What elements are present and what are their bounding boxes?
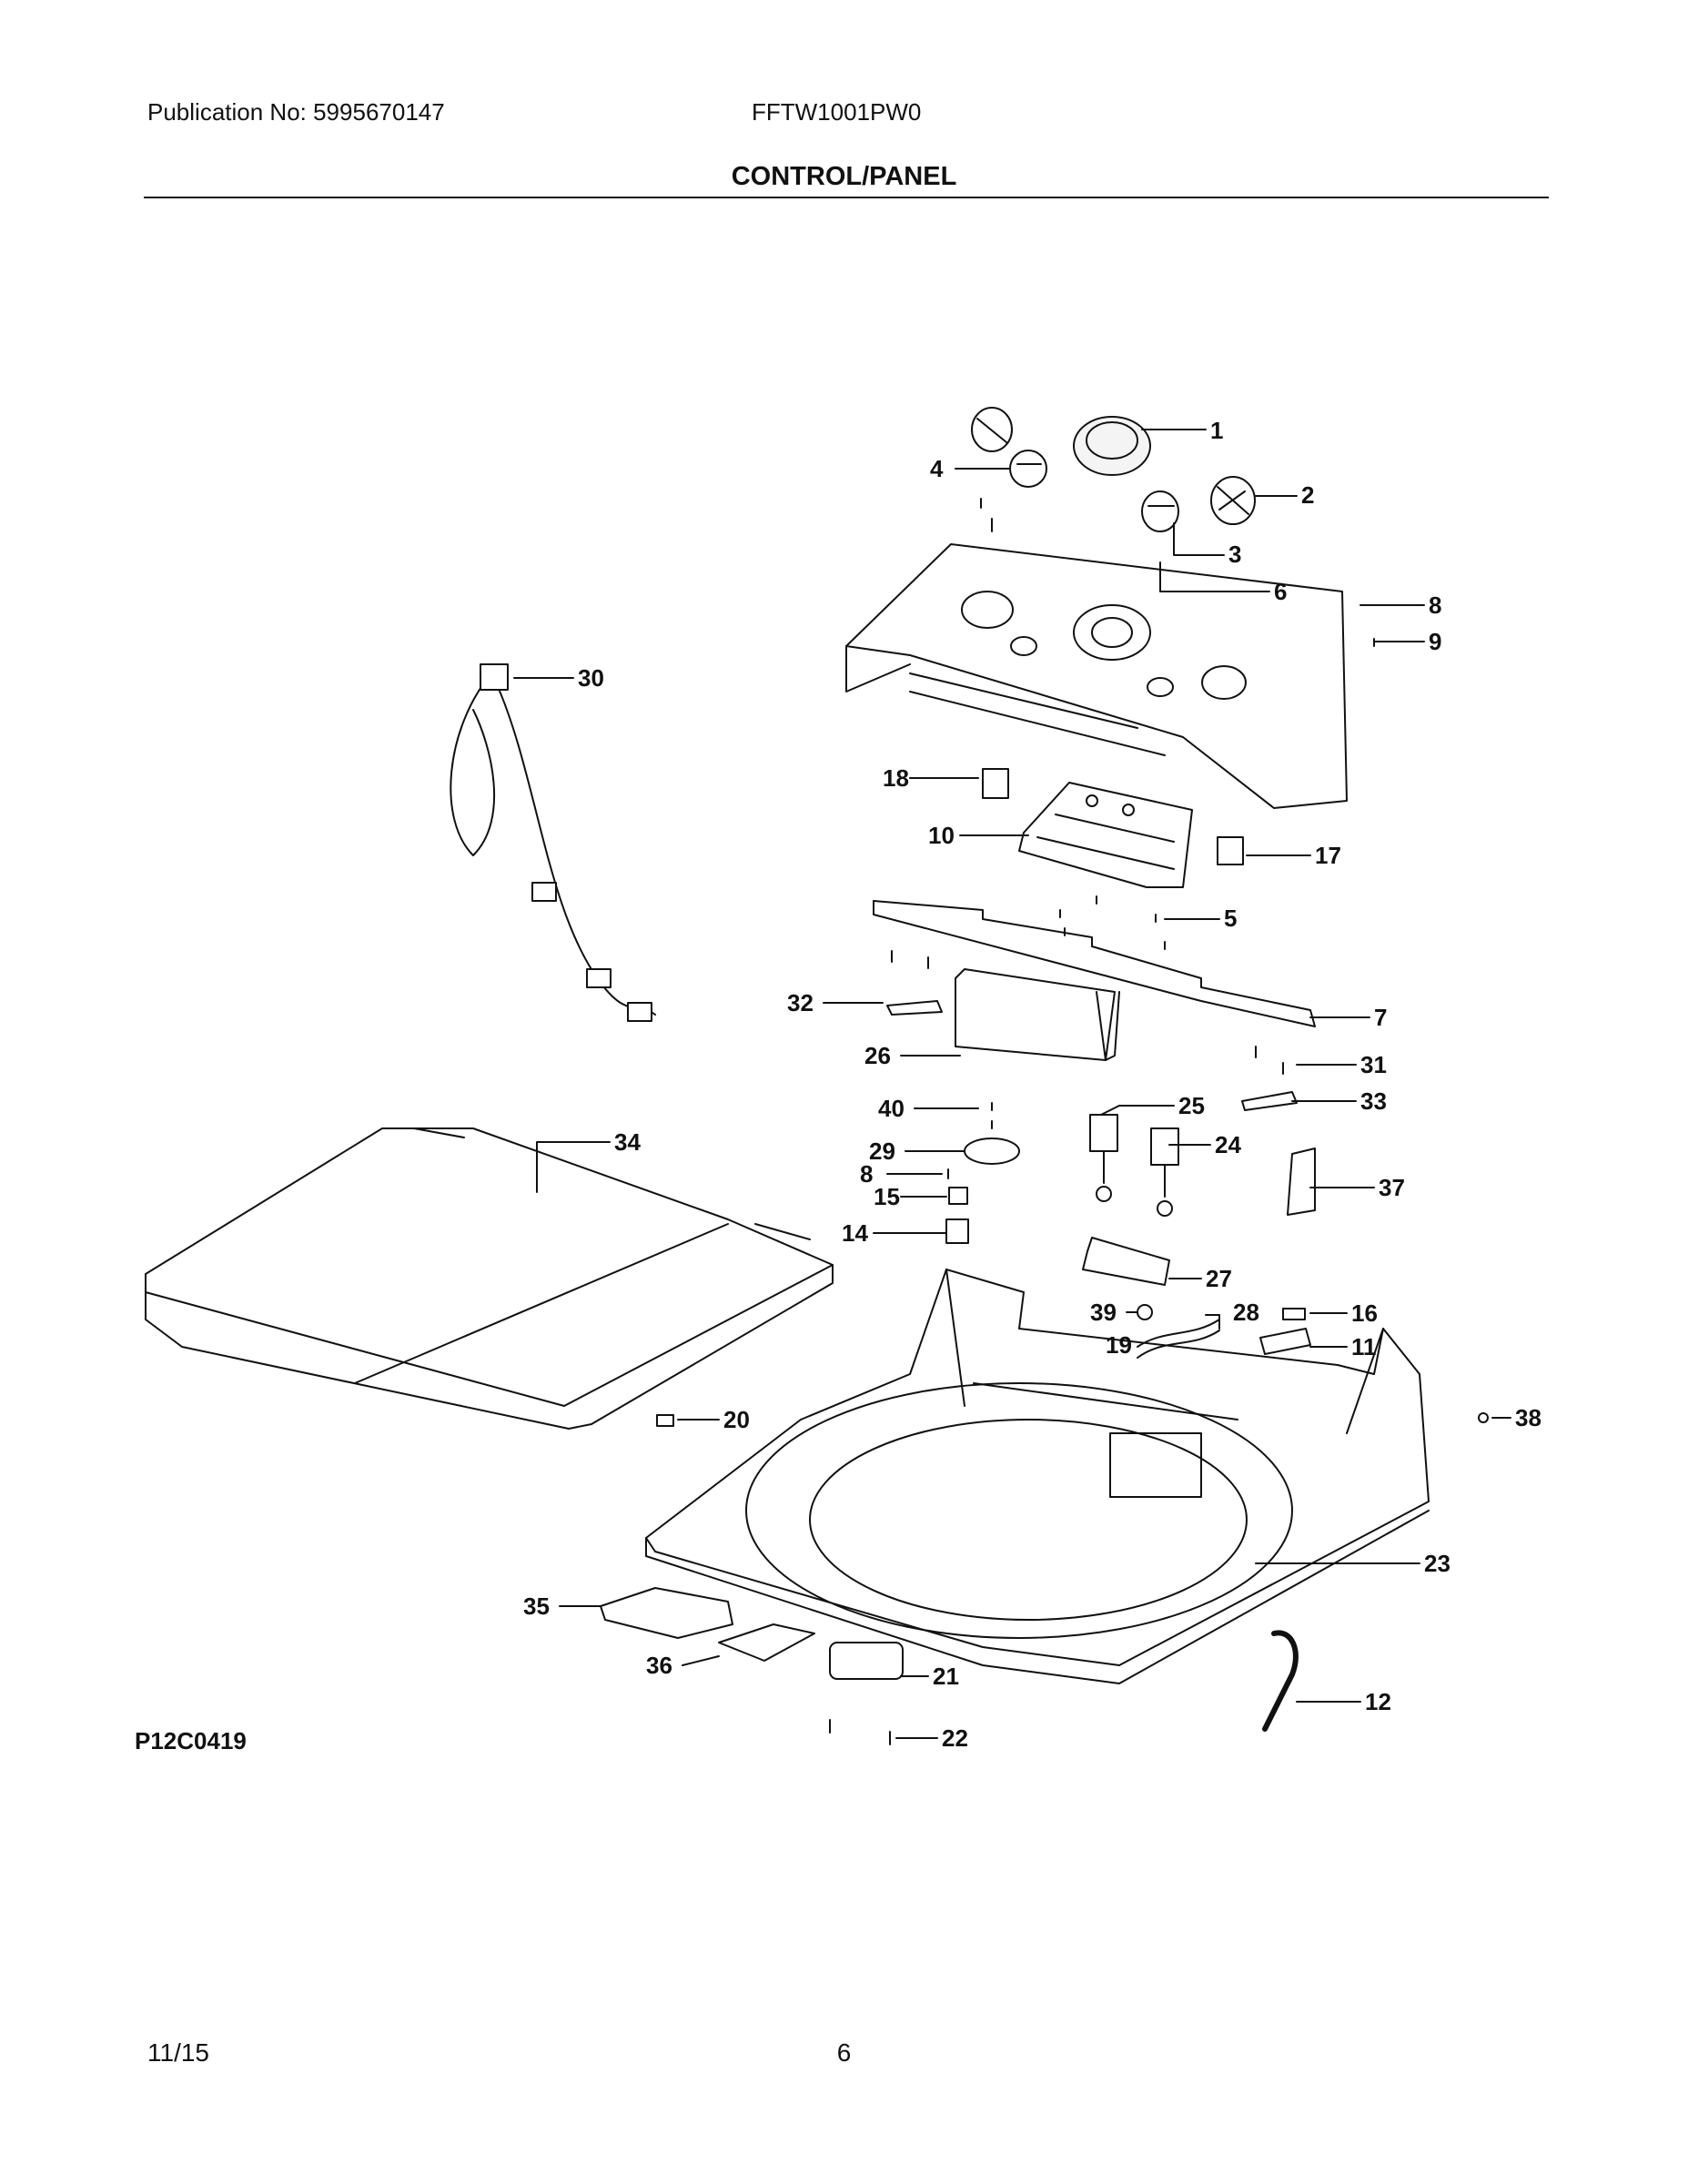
dispenser-part-35 (600, 1587, 733, 1639)
callout-32: 32 (787, 989, 814, 1016)
screw-icon (829, 1719, 891, 1745)
callout-33: 33 (1360, 1087, 1387, 1115)
callout-28: 28 (1233, 1299, 1259, 1326)
knob-part-2b (971, 407, 1013, 452)
knob-part-4 (1009, 450, 1047, 488)
callout-4: 4 (930, 455, 944, 482)
callout-9: 9 (1429, 628, 1441, 655)
callout-16: 16 (1351, 1299, 1378, 1327)
callout-7: 7 (1374, 1004, 1387, 1031)
callout-25: 25 (1178, 1092, 1205, 1119)
clip-part-20 (656, 1414, 674, 1427)
callout-leaders (513, 429, 1511, 1739)
footer-date: 11/15 (147, 2038, 209, 2067)
knob-part-3 (1141, 490, 1179, 532)
callout-40: 40 (878, 1095, 905, 1122)
water-valve-part-25 (1089, 1114, 1118, 1202)
callout-20: 20 (723, 1406, 750, 1433)
bracket-part-37 (1287, 1148, 1316, 1216)
title-rule (144, 197, 1549, 198)
callout-26: 26 (864, 1042, 891, 1069)
screw-icon (1059, 895, 1166, 950)
callout-10: 10 (928, 822, 955, 849)
callout-31: 31 (1360, 1051, 1387, 1078)
switch-part-18 (982, 768, 1009, 799)
callout-15: 15 (874, 1183, 900, 1210)
switch-part-17 (1217, 836, 1244, 865)
callout-19: 19 (1106, 1331, 1132, 1359)
callout-18: 18 (883, 764, 909, 792)
hose-part-27 (1082, 1237, 1170, 1286)
callout-5: 5 (1224, 905, 1237, 932)
callout-6: 6 (1274, 578, 1287, 605)
knob-part-2 (1210, 476, 1256, 525)
callout-23: 23 (1424, 1550, 1450, 1577)
callout-34: 34 (614, 1128, 641, 1156)
publication-number: Publication No: 5995670147 (147, 98, 445, 126)
callout-37: 37 (1379, 1174, 1405, 1201)
control-module-part-26 (955, 968, 1120, 1061)
clip-part-16 (1282, 1308, 1306, 1320)
callout-3: 3 (1228, 541, 1241, 568)
rod-part-12 (1262, 1630, 1299, 1732)
screw-icon (891, 950, 1284, 1075)
callout-14: 14 (842, 1219, 868, 1247)
callout-38: 38 (1515, 1404, 1541, 1431)
callout-17: 17 (1315, 842, 1341, 869)
trim-strip-part-7 (873, 900, 1316, 1027)
callout-29: 29 (869, 1138, 895, 1165)
screw-icon (980, 498, 993, 532)
top-cabinet-part-23 (645, 1269, 1430, 1684)
model-number: FFTW1001PW0 (752, 98, 922, 126)
page-title: CONTROL/PANEL (731, 162, 957, 191)
diagram-code: P12C0419 (135, 1727, 247, 1754)
callout-30: 30 (578, 664, 604, 692)
lid-lock-part-21 (829, 1642, 904, 1680)
callout-36: 36 (646, 1652, 672, 1679)
callout-39: 39 (1090, 1299, 1117, 1326)
console-panel-part-6 (845, 543, 1348, 809)
callout-11: 11 (1351, 1333, 1377, 1360)
callout-1: 1 (1210, 417, 1223, 444)
grommet-part-39 (1137, 1304, 1153, 1320)
bracket-part-33 (1241, 1091, 1298, 1111)
page-number: 6 (836, 2038, 852, 2067)
pressure-switch-part-29 (964, 1138, 1020, 1165)
callout-labels: 1 2 3 4 5 6 7 8 8 9 10 11 12 14 15 16 17… (523, 417, 1541, 1752)
callout-24: 24 (1215, 1131, 1241, 1158)
screw-icon (1359, 604, 1375, 647)
lid-switch-part-14 (945, 1218, 969, 1244)
bracket-part-11 (1259, 1328, 1311, 1355)
hoses-part-19-28 (1137, 1319, 1220, 1359)
callout-12: 12 (1365, 1688, 1391, 1715)
screw-icon (947, 1102, 993, 1179)
callout-8-top: 8 (1429, 592, 1441, 619)
wire-harness-part-30 (450, 663, 656, 1022)
callout-22: 22 (942, 1724, 968, 1752)
sensor-part-15 (948, 1187, 968, 1205)
dispenser-part-36 (718, 1623, 815, 1662)
callout-35: 35 (523, 1592, 550, 1620)
callout-27: 27 (1206, 1265, 1232, 1292)
callout-8-left: 8 (860, 1160, 873, 1188)
bracket-part-32 (886, 1000, 943, 1016)
lid-part-34 (145, 1127, 834, 1430)
screw-part-38 (1478, 1412, 1489, 1423)
control-board-part-10 (1018, 782, 1193, 888)
callout-21: 21 (933, 1663, 959, 1690)
knob-part-1 (1073, 416, 1151, 476)
water-valve-part-24 (1150, 1127, 1179, 1217)
callout-2: 2 (1301, 481, 1314, 509)
